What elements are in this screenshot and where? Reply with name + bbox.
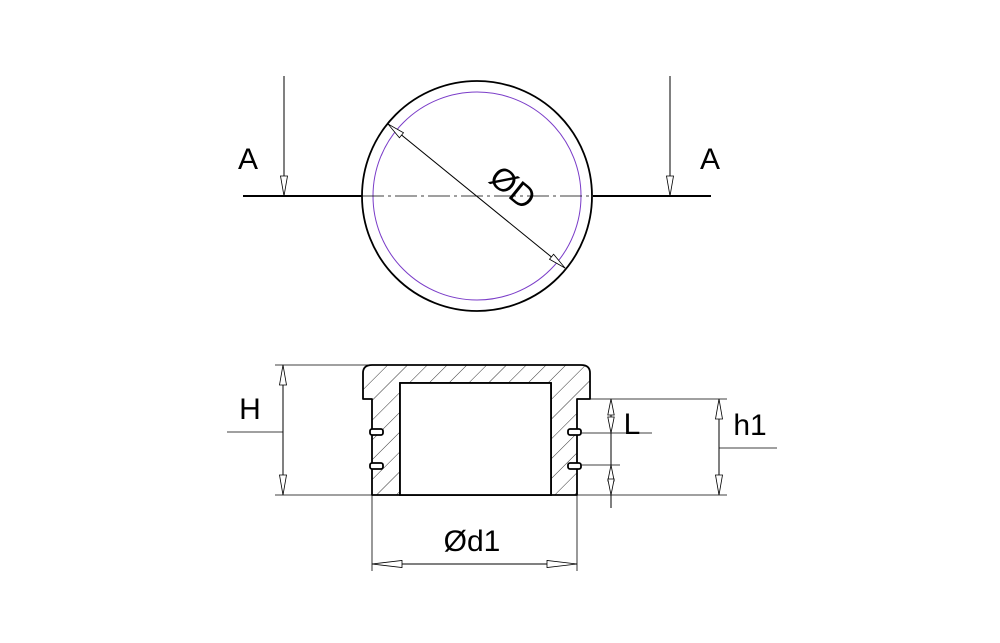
dimension-h-arrow-bottom — [279, 474, 287, 496]
rib-pitch-label: L — [624, 408, 641, 441]
dimension-l-arrow-4 — [607, 478, 615, 496]
top-view: A A ØD — [238, 76, 720, 312]
dimension-d1-arrow-left — [371, 560, 403, 568]
height-total-label: H — [239, 393, 261, 426]
height-inner-label: h1 — [733, 409, 766, 442]
diameter-dimension-line — [387, 123, 566, 269]
dimension-l-arrow-2 — [607, 416, 615, 434]
diameter-inner-label: Ød1 — [444, 525, 501, 558]
right-rib-slots — [567, 428, 582, 470]
section-label-right: A — [700, 143, 720, 176]
section-label-left: A — [238, 143, 258, 176]
dimension-h-arrow-top — [279, 364, 287, 386]
inner-bore — [399, 382, 552, 496]
diameter-arrowhead-upper — [387, 123, 405, 139]
section-arrowhead-right — [666, 175, 674, 197]
diameter-arrowhead-lower — [548, 253, 566, 269]
diameter-outer-label: ØD — [483, 158, 543, 216]
dimension-h1-arrow-top — [715, 398, 723, 420]
left-rib-slots — [369, 428, 384, 470]
dimension-h1-arrow-bottom — [715, 474, 723, 496]
dimension-d1-arrow-right — [546, 560, 578, 568]
section-view: H h1 L Ød1 — [227, 364, 777, 571]
section-arrowhead-left — [280, 175, 288, 197]
dimension-l-arrow-1 — [607, 398, 615, 416]
